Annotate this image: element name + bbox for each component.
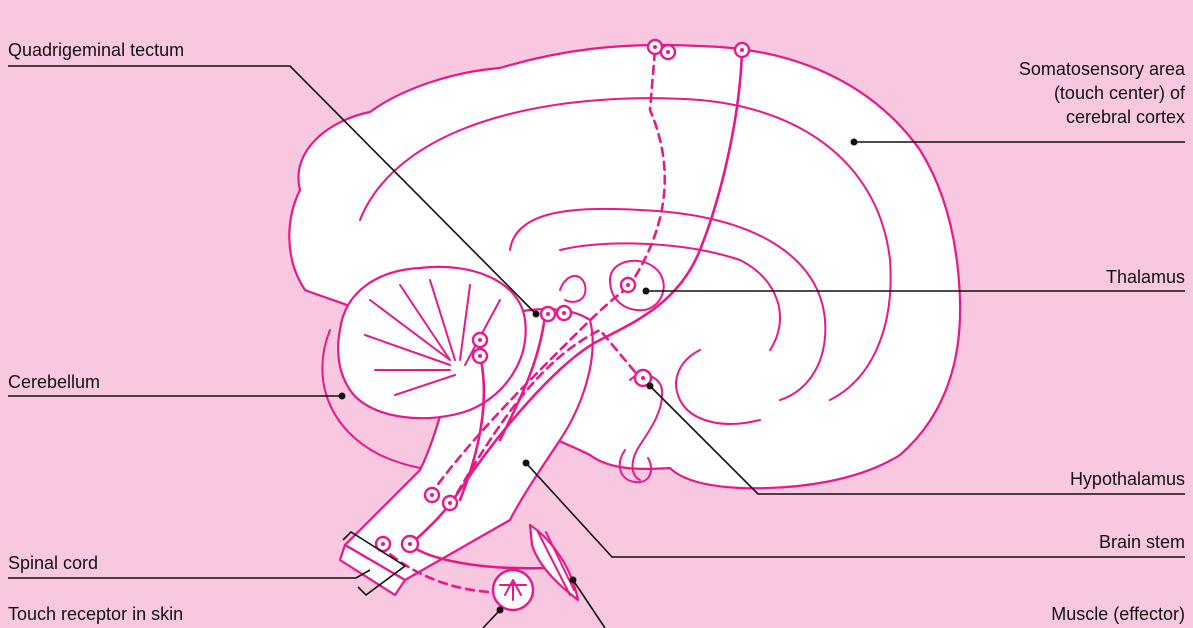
cerebrum-outline xyxy=(289,45,960,488)
label-somatosensory-line3: cerebral cortex xyxy=(1019,105,1185,129)
label-spinal-cord: Spinal cord xyxy=(8,551,98,575)
label-thalamus: Thalamus xyxy=(1106,265,1185,289)
label-cerebellum: Cerebellum xyxy=(8,370,100,394)
label-somatosensory-line2: (touch center) of xyxy=(1019,81,1185,105)
label-muscle-effector: Muscle (effector) xyxy=(1051,602,1185,626)
label-quadrigeminal-tectum: Quadrigeminal tectum xyxy=(8,38,184,62)
label-touch-receptor: Touch receptor in skin xyxy=(8,602,183,626)
leader-touch-receptor xyxy=(483,610,500,628)
leader-muscle xyxy=(573,580,605,628)
label-somatosensory-line1: Somatosensory area xyxy=(1019,57,1185,81)
label-brain-stem: Brain stem xyxy=(1099,530,1185,554)
label-hypothalamus: Hypothalamus xyxy=(1070,467,1185,491)
label-somatosensory-area: Somatosensory area (touch center) of cer… xyxy=(1019,57,1185,129)
